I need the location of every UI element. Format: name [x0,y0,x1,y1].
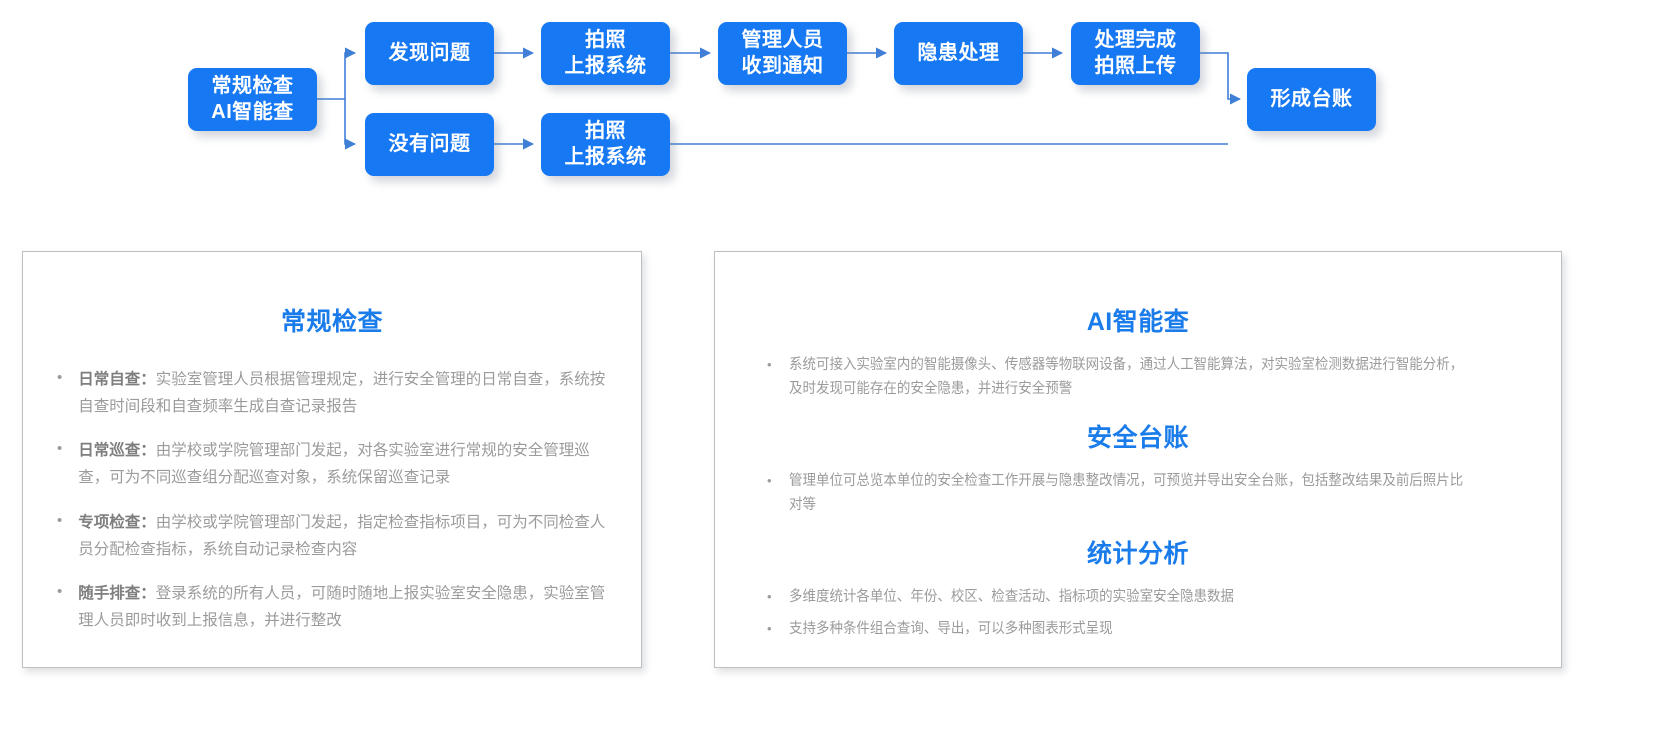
section-title-statistics: 统计分析 [1086,539,1189,568]
flowchart-connectors [317,47,1242,150]
list-item: • 随手排查：登录系统的所有人员，可随时随地上报实验室安全隐患，实验室管理人员即… [57,580,611,634]
section-ai-bullet-list: • 系统可接入实验室内的智能摄像头、传感器等物联网设备，通过人工智能算法，对实验… [715,354,1561,402]
bullet-dot-icon: • [57,511,63,529]
bullet-term: 日常自查： [78,371,156,388]
bullet-text: 日常自查：实验室管理人员根据管理规定，进行安全管理的日常自查，系统按自查时间段和… [78,366,611,420]
bullet-body: 由学校或学院管理部门发起，指定检查指标项目，可为不同检查人员分配检查指标，系统自… [78,513,606,558]
section-title-safety-ledger: 安全台账 [1086,423,1189,452]
bullet-dot-icon: • [57,440,63,458]
bullet-dot-icon: • [767,588,772,604]
card-left-bullet-list: • 日常自查：实验室管理人员根据管理规定，进行安全管理的日常自查，系统按自查时间… [23,366,641,634]
bullet-dot-icon: • [767,472,772,488]
bullet-body: 由学校或学院管理部门发起，对各实验室进行常规的安全管理巡查，可为不同巡查组分配巡… [78,442,590,487]
bullet-term: 随手排查： [78,584,156,602]
list-item: • 日常巡查：由学校或学院管理部门发起，对各实验室进行常规的安全管理巡查，可为不… [57,437,611,491]
flow-node-ledger[interactable]: 形成台账 [1247,68,1376,131]
bullet-term: 日常巡查： [78,442,156,460]
bullet-dot-icon: • [767,620,772,636]
list-item: • 专项检查：由学校或学院管理部门发起，指定检查指标项目，可为不同检查人员分配检… [57,509,611,563]
card-left-title: 常规检查 [280,308,383,336]
bullet-text: 日常巡查：由学校或学院管理部门发起，对各实验室进行常规的安全管理巡查，可为不同巡… [78,437,611,491]
bullet-text: 系统可接入实验室内的智能摄像头、传感器等物联网设备，通过人工智能算法，对实验室检… [788,357,1463,397]
flow-node-start[interactable]: 常规检查 AI智能查 [188,68,317,131]
bullet-text: 支持多种条件组合查询、导出，可以多种图表形式呈现 [788,620,1113,637]
card-ai-features: AI智能查 • 系统可接入实验室内的智能摄像头、传感器等物联网设备，通过人工智能… [714,251,1562,668]
bullet-text: 管理单位可总览本单位的安全检查工作开展与隐患整改情况，可预览并导出安全台账，包括… [788,472,1463,513]
flow-node-done[interactable]: 处理完成 拍照上传 [1071,22,1200,85]
bullet-text: 专项检查：由学校或学院管理部门发起，指定检查指标项目，可为不同检查人员分配检查指… [78,509,611,563]
bullet-text: 多维度统计各单位、年份、校区、检查活动、指标项的实验室安全隐患数据 [788,588,1234,605]
bullet-dot-icon: • [767,357,772,372]
flow-node-found[interactable]: 发现问题 [365,22,494,85]
section-statistics-bullet-list: • 多维度统计各单位、年份、校区、检查活动、指标项的实验室安全隐患数据 • 支持… [715,586,1561,642]
flow-node-handle[interactable]: 隐患处理 [894,22,1023,85]
bullet-dot-icon: • [57,369,63,386]
flow-node-photo-1[interactable]: 拍照 上报系统 [541,22,670,85]
list-item: • 系统可接入实验室内的智能摄像头、传感器等物联网设备，通过人工智能算法，对实验… [767,354,1525,402]
list-item: • 管理单位可总览本单位的安全检查工作开展与隐患整改情况，可预览并导出安全台账，… [767,470,1525,518]
flow-node-photo-2[interactable]: 拍照 上报系统 [541,113,670,176]
bullet-body: 登录系统的所有人员，可随时随地上报实验室安全隐患，实验室管理人员即时收到上报信息… [78,584,606,629]
section-ledger-bullet-list: • 管理单位可总览本单位的安全检查工作开展与隐患整改情况，可预览并导出安全台账，… [715,470,1561,518]
bullet-dot-icon: • [57,582,63,600]
process-flowchart: 常规检查 AI智能查 发现问题 拍照 上报系统 管理人员 收到通知 隐患处理 处… [0,0,1677,215]
bullet-body: 实验室管理人员根据管理规定，进行安全管理的日常自查，系统按自查时间段和自查频率生… [78,371,606,416]
list-item: • 多维度统计各单位、年份、校区、检查活动、指标项的实验室安全隐患数据 [767,586,1525,610]
bullet-term: 专项检查： [78,513,156,531]
flow-node-notify[interactable]: 管理人员 收到通知 [718,22,847,85]
list-item: • 支持多种条件组合查询、导出，可以多种图表形式呈现 [767,618,1525,642]
bullet-text: 随手排查：登录系统的所有人员，可随时随地上报实验室安全隐患，实验室管理人员即时收… [78,580,611,634]
card-routine-inspection: 常规检查 • 日常自查：实验室管理人员根据管理规定，进行安全管理的日常自查，系统… [22,251,642,668]
section-title-ai-inspection: AI智能查 [1086,308,1190,336]
list-item: • 日常自查：实验室管理人员根据管理规定，进行安全管理的日常自查，系统按自查时间… [57,366,611,420]
flow-node-noissue[interactable]: 没有问题 [365,113,494,176]
